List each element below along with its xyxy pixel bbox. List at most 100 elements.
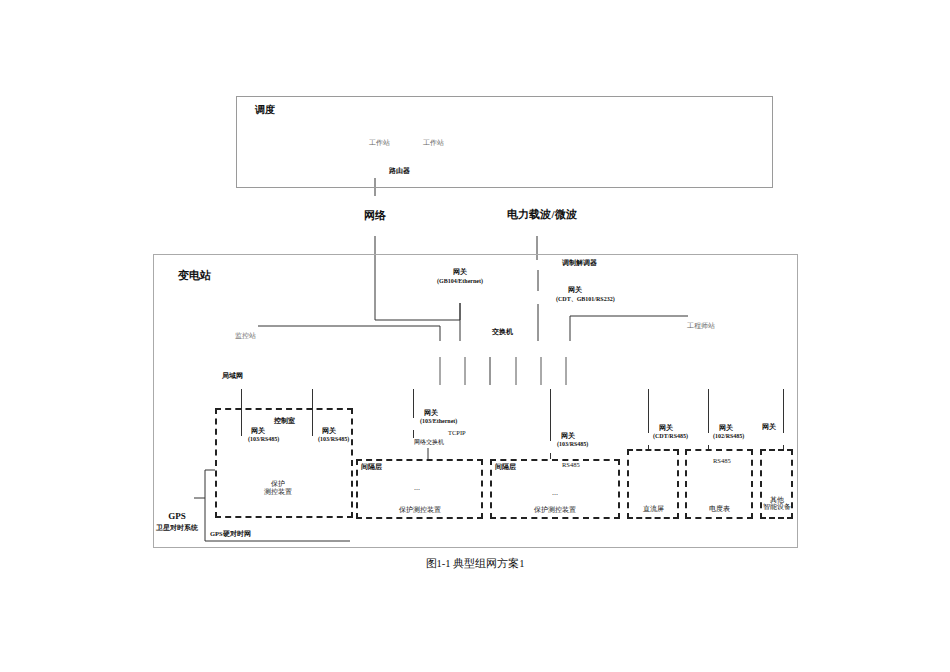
drawing-part [783,433,784,435]
drawing-part [373,133,385,135]
drawing-part [241,436,242,438]
network-link [194,470,215,498]
drawing-part [551,129,555,133]
drawing-part [576,487,589,499]
drawing-part [602,118,618,126]
node-text: 电力载波/微波 [461,208,623,221]
drawing-part [524,263,529,267]
node-text: (CDT/RS485) [653,433,688,440]
drawing-part [548,112,558,115]
drawing-part [648,433,649,435]
gateway-icon-art [234,436,249,448]
drawing-part [594,487,607,499]
gateway-icon-art [305,436,320,448]
node-text: 网关 [568,286,582,293]
node-text: GPS [155,511,199,521]
drawing-part [386,459,466,469]
drawing-part [713,479,725,499]
node-text: 直流屏 [628,505,678,512]
node-text: 调度 [255,104,275,116]
drawing-part [407,420,420,429]
gps-dish-icon: GPS卫星对时系统 [160,486,194,510]
node-text: 间隔层 [361,463,382,471]
drawing-part [442,481,455,493]
gateway-icon-art [452,290,468,303]
drawing-part [548,107,558,110]
drawing-part [548,117,558,120]
gps-timing-wire [205,498,350,541]
drawing-part [302,468,310,475]
drawing-part [596,118,624,140]
node-text: (GB104/Ethernet) [419,278,501,285]
drawing-part [490,131,494,135]
network-link [550,389,551,441]
gateway-icon: 网关(103/RS485) [543,441,558,453]
node-text: 监控站 [219,332,271,339]
router-icon: 路由器 [367,167,383,178]
node-text: 网关 [762,423,776,430]
annotation-label: RS485 [713,457,731,464]
drawing-part [685,449,753,519]
drawing-part [536,489,545,493]
drawing-part [772,467,784,475]
drawing-part [312,468,320,475]
drawing-part [733,482,741,486]
node-text: (103/RS485) [318,436,349,443]
drawing-part [386,469,387,481]
drawing-part [406,469,407,481]
drawing-part [242,322,248,324]
network-link [460,303,461,341]
drawing-part [176,490,182,496]
drawing-part [461,345,469,350]
node-text: 保护测控装置 [491,506,619,514]
gateway-icon: 网关(102/RS485) [701,433,716,445]
drawing-part [233,477,241,484]
network-cloud: 电力载波/微波 [462,194,622,236]
drawing-part [312,477,320,484]
substation-region: 变电站调制解调器网关(GB104/Ethernet)网关(CDT、GB101/R… [153,254,798,548]
drawing-part [637,457,663,501]
drawing-part [373,121,385,129]
drawing-part [492,141,493,148]
device-label: 保护 测控装置 [259,478,296,500]
drawing-part [648,449,649,457]
drawing-part [413,418,414,420]
switch-port-wire [516,357,517,385]
network-switch: 网络交换机 [398,438,460,448]
gateway-icon-art [406,418,421,430]
node-text: 网络交换机 [397,439,461,446]
network-link [413,430,414,438]
modem-icon-art [520,260,554,270]
engineer-station-icon-art [688,298,714,318]
drawing-part [697,482,705,486]
drawing-part [442,481,455,493]
network-link [312,389,313,436]
drawing-part [520,459,600,475]
drawing-part [466,469,467,481]
drawing-part [731,479,743,499]
drawing-part [243,486,251,493]
node-text: (103/RS485) [557,441,588,448]
node-text: 网关 [719,424,733,431]
drawing-part [228,462,256,512]
drawing-part [545,263,550,267]
drawing-part [544,443,557,452]
drawing-part [371,171,379,175]
drawing-part [537,345,545,350]
drawing-part [484,105,500,141]
drawing-part [215,408,353,518]
drawing-part [546,447,555,449]
drawing-part [540,475,541,487]
drawing-part [512,345,520,350]
node-text: (103/Ethernet) [420,418,457,425]
network-link [375,178,376,196]
drawing-part [545,103,561,139]
drawing-part [596,495,600,497]
drawing-part [769,463,787,491]
node-text: 交换机 [476,328,528,336]
node-text: 卫星对时系统 [149,524,205,531]
drawing-part [380,481,393,493]
drawing-part [374,152,375,166]
drawing-part [490,459,620,519]
